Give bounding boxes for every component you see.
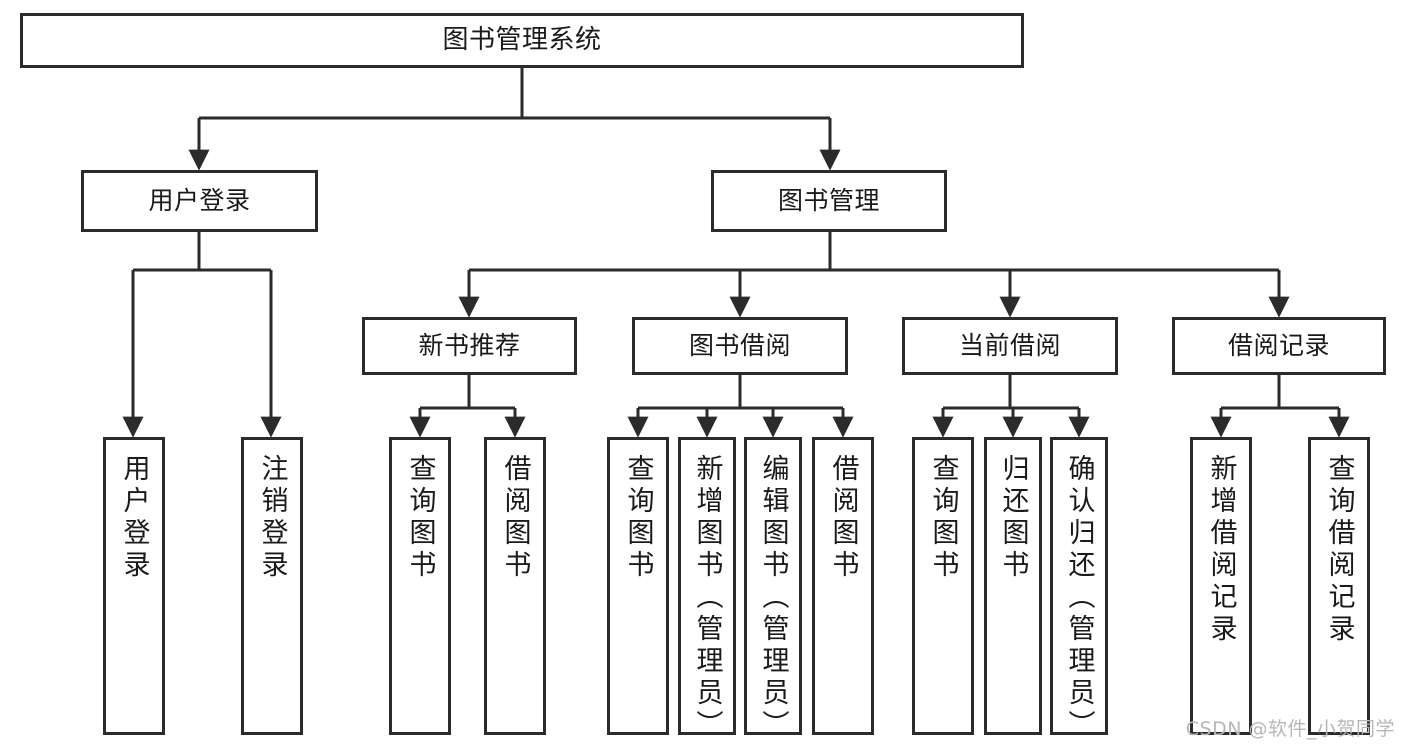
node-leaf-add-borrow-record[interactable]: 新增借阅记录	[1190, 437, 1252, 735]
node-current-borrow-label: 当前借阅	[958, 330, 1061, 360]
node-leaf-edit-book-admin[interactable]: 编辑图书（管理员）	[744, 437, 802, 742]
node-leaf-borrow-book[interactable]: 借阅图书	[812, 437, 874, 735]
node-book-management-label: 图书管理	[777, 185, 880, 215]
node-leaf-query-borrow-record-label: 查询借阅记录	[1323, 454, 1355, 646]
node-borrow-record-label: 借阅记录	[1227, 330, 1330, 360]
node-book-management[interactable]: 图书管理	[711, 170, 947, 232]
watermark-text: CSDN @软件_小贺同学	[1185, 718, 1395, 740]
node-leaf-edit-book-admin-label: 编辑图书（管理员）	[757, 454, 789, 742]
node-leaf-user-login[interactable]: 用户登录	[103, 437, 165, 735]
node-leaf-confirm-return-admin-label: 确认归还（管理员）	[1063, 454, 1095, 742]
node-leaf-return-book[interactable]: 归还图书	[984, 437, 1042, 735]
node-leaf-borrow-book-rec-label: 借阅图书	[499, 454, 531, 582]
node-leaf-add-book-admin-label: 新增图书（管理员）	[691, 454, 723, 742]
node-leaf-query-book-current[interactable]: 查询图书	[912, 437, 974, 735]
node-book-borrow-label: 图书借阅	[688, 330, 791, 360]
node-new-book-recommend-label: 新书推荐	[418, 330, 521, 360]
node-leaf-query-book-borrow[interactable]: 查询图书	[607, 437, 669, 735]
node-user-login[interactable]: 用户登录	[81, 170, 318, 232]
node-current-borrow[interactable]: 当前借阅	[902, 317, 1118, 375]
node-leaf-logout[interactable]: 注销登录	[241, 437, 303, 735]
node-new-book-recommend[interactable]: 新书推荐	[362, 317, 577, 375]
node-leaf-query-book-rec-label: 查询图书	[404, 454, 436, 582]
node-leaf-query-borrow-record[interactable]: 查询借阅记录	[1308, 437, 1370, 735]
node-leaf-query-book-current-label: 查询图书	[927, 454, 959, 582]
node-leaf-query-book-borrow-label: 查询图书	[622, 454, 654, 582]
node-leaf-borrow-book-rec[interactable]: 借阅图书	[484, 437, 546, 735]
node-leaf-logout-label: 注销登录	[256, 454, 288, 582]
node-root-label: 图书管理系统	[442, 24, 602, 55]
node-root[interactable]: 图书管理系统	[20, 13, 1024, 68]
node-book-borrow[interactable]: 图书借阅	[632, 317, 848, 375]
node-borrow-record[interactable]: 借阅记录	[1172, 317, 1386, 375]
node-leaf-add-book-admin[interactable]: 新增图书（管理员）	[678, 437, 736, 742]
node-leaf-borrow-book-label: 借阅图书	[827, 454, 859, 582]
node-leaf-query-book-rec[interactable]: 查询图书	[389, 437, 451, 735]
node-user-login-label: 用户登录	[148, 185, 251, 215]
node-leaf-confirm-return-admin[interactable]: 确认归还（管理员）	[1050, 437, 1108, 742]
node-leaf-return-book-label: 归还图书	[997, 454, 1029, 582]
node-leaf-add-borrow-record-label: 新增借阅记录	[1205, 454, 1237, 646]
node-leaf-user-login-label: 用户登录	[118, 454, 150, 582]
